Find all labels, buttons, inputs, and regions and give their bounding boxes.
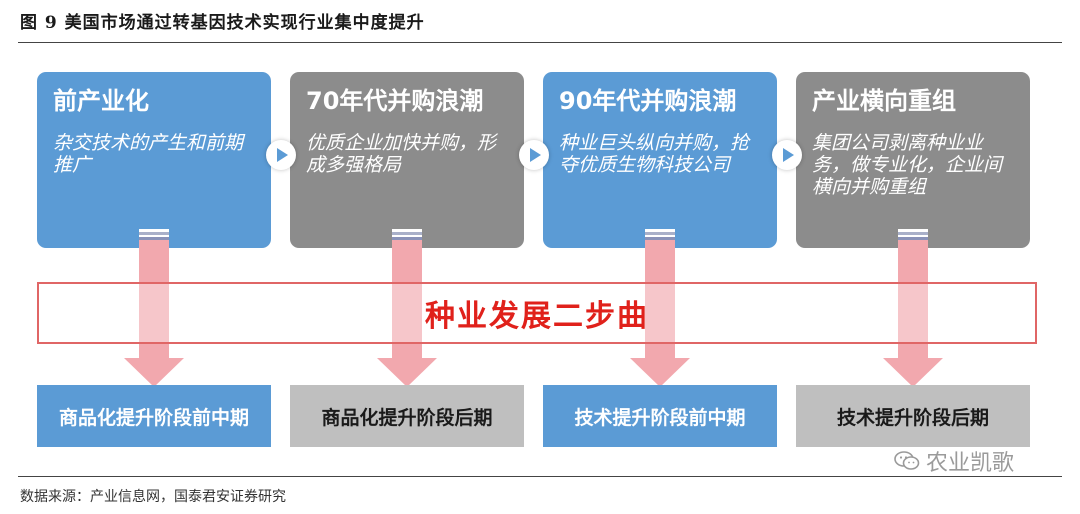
down-arrow-4 [883,229,943,387]
source-note: 数据来源：产业信息网，国泰君安证券研究 [20,489,286,505]
stage-title: 产业横向重组 [812,87,956,115]
play-arrow-icon [772,140,802,170]
band-label: 种业发展二步曲 [425,299,649,334]
phase-box-4: 技术提升阶段后期 [796,385,1030,447]
arrow-shaft [898,240,928,358]
two-step-band: 种业发展二步曲 [37,282,1037,344]
figure-title: 图 9 美国市场通过转基因技术实现行业集中度提升 [20,13,425,33]
play-arrow-icon [519,140,549,170]
arrow-head [630,358,690,387]
stage-card-3: 90年代并购浪潮 种业巨头纵向并购，抢夺优质生物科技公司 [543,72,777,248]
stage-description: 杂交技术的产生和前期推广 [53,132,244,176]
arrow-cap [645,229,675,240]
arrow-head [377,358,437,387]
down-arrow-2 [377,229,437,387]
stage-title: 90年代并购浪潮 [559,87,737,115]
arrow-cap [898,229,928,240]
phase-box-2: 商品化提升阶段后期 [290,385,524,447]
stage-description: 种业巨头纵向并购，抢夺优质生物科技公司 [559,132,750,176]
arrow-head [124,358,184,387]
phase-box-3: 技术提升阶段前中期 [543,385,777,447]
down-arrow-3 [630,229,690,387]
stage-card-4: 产业横向重组 集团公司剥离种业业务，做专业化，企业间横向并购重组 [796,72,1030,248]
arrow-shaft [139,240,169,358]
arrow-shaft [645,240,675,358]
arrow-cap [392,229,422,240]
wechat-icon [894,451,920,470]
stage-title: 前产业化 [53,87,149,115]
arrow-cap [139,229,169,240]
play-arrow-icon [266,140,296,170]
stage-card-1: 前产业化 杂交技术的产生和前期推广 [37,72,271,248]
watermark-text: 农业凯歌 [926,451,1015,476]
phase-box-1: 商品化提升阶段前中期 [37,385,271,447]
stage-description: 优质企业加快并购，形成多强格局 [306,132,497,176]
stage-title: 70年代并购浪潮 [306,87,484,115]
watermark: 农业凯歌 [894,447,1015,476]
stage-card-2: 70年代并购浪潮 优质企业加快并购，形成多强格局 [290,72,524,248]
arrow-shaft [392,240,422,358]
down-arrow-1 [124,229,184,387]
stage-description: 集团公司剥离种业业务，做专业化，企业间横向并购重组 [812,132,1003,198]
top-rule [18,42,1062,43]
bottom-rule [18,476,1062,477]
arrow-head [883,358,943,387]
